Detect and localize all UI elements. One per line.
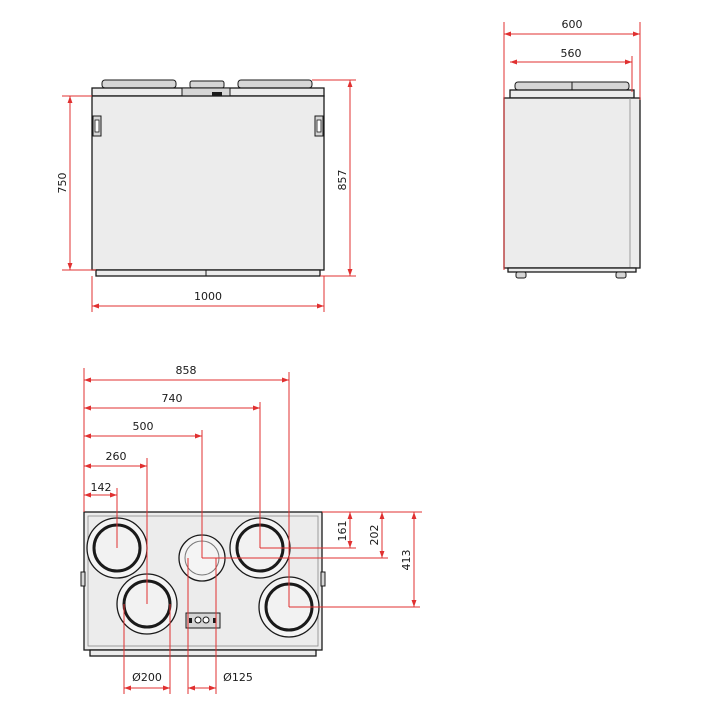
top-view xyxy=(80,511,326,657)
front-body xyxy=(91,95,325,271)
dim-142: 142 xyxy=(84,481,118,548)
front-top-collar-right xyxy=(237,79,313,89)
dim-label-500: 500 xyxy=(133,420,154,433)
top-side-clip-right xyxy=(320,571,326,587)
dim-413: 413 xyxy=(400,512,417,607)
front-handle-right xyxy=(314,115,324,137)
dim-front-height: 750 xyxy=(56,95,96,271)
dim-label-161: 161 xyxy=(336,521,349,542)
dim-label-dia-200: Ø200 xyxy=(132,671,162,684)
side-body xyxy=(503,97,641,269)
side-view xyxy=(503,81,641,279)
dim-dia-125: Ø125 xyxy=(187,558,253,694)
dim-500: 500 xyxy=(84,420,203,558)
dim-label-413: 413 xyxy=(400,550,413,571)
dim-front-width: 1000 xyxy=(91,276,325,312)
dim-label-202: 202 xyxy=(368,525,381,546)
dim-side-inner-width: 560 xyxy=(510,47,633,92)
dim-side-outer-width: 600 xyxy=(503,18,641,270)
dim-right-group xyxy=(202,511,422,608)
side-base xyxy=(507,267,637,273)
dim-label-1000: 1000 xyxy=(194,290,222,303)
dim-dia-200: Ø200 xyxy=(123,604,171,694)
front-base xyxy=(95,269,321,277)
dim-label-750: 750 xyxy=(56,173,69,194)
dim-label-260: 260 xyxy=(106,450,127,463)
electrical-connector-block xyxy=(185,612,221,629)
dim-740: 740 xyxy=(84,392,261,548)
front-top-collar-left xyxy=(101,79,177,89)
top-side-clip-left xyxy=(80,571,86,587)
dim-label-740: 740 xyxy=(162,392,183,405)
side-foot-left xyxy=(515,271,527,279)
dim-202: 202 xyxy=(368,512,385,558)
top-base-strip xyxy=(89,649,317,657)
front-control-connector xyxy=(212,92,222,97)
front-view xyxy=(91,79,325,277)
dim-161: 161 xyxy=(336,512,353,548)
side-foot-right xyxy=(615,271,627,279)
dim-label-858: 858 xyxy=(176,364,197,377)
dim-label-600: 600 xyxy=(562,18,583,31)
front-top-collar-center xyxy=(189,80,225,89)
dim-label-dia-125: Ø125 xyxy=(223,671,253,684)
side-top-cap xyxy=(509,89,635,99)
front-handle-left xyxy=(92,115,102,137)
dim-label-560: 560 xyxy=(561,47,582,60)
dim-label-142: 142 xyxy=(91,481,112,494)
dim-858: 858 xyxy=(84,364,290,607)
dim-total-height: 857 xyxy=(312,79,356,277)
dim-260: 260 xyxy=(84,450,148,604)
dim-label-857: 857 xyxy=(336,170,349,191)
